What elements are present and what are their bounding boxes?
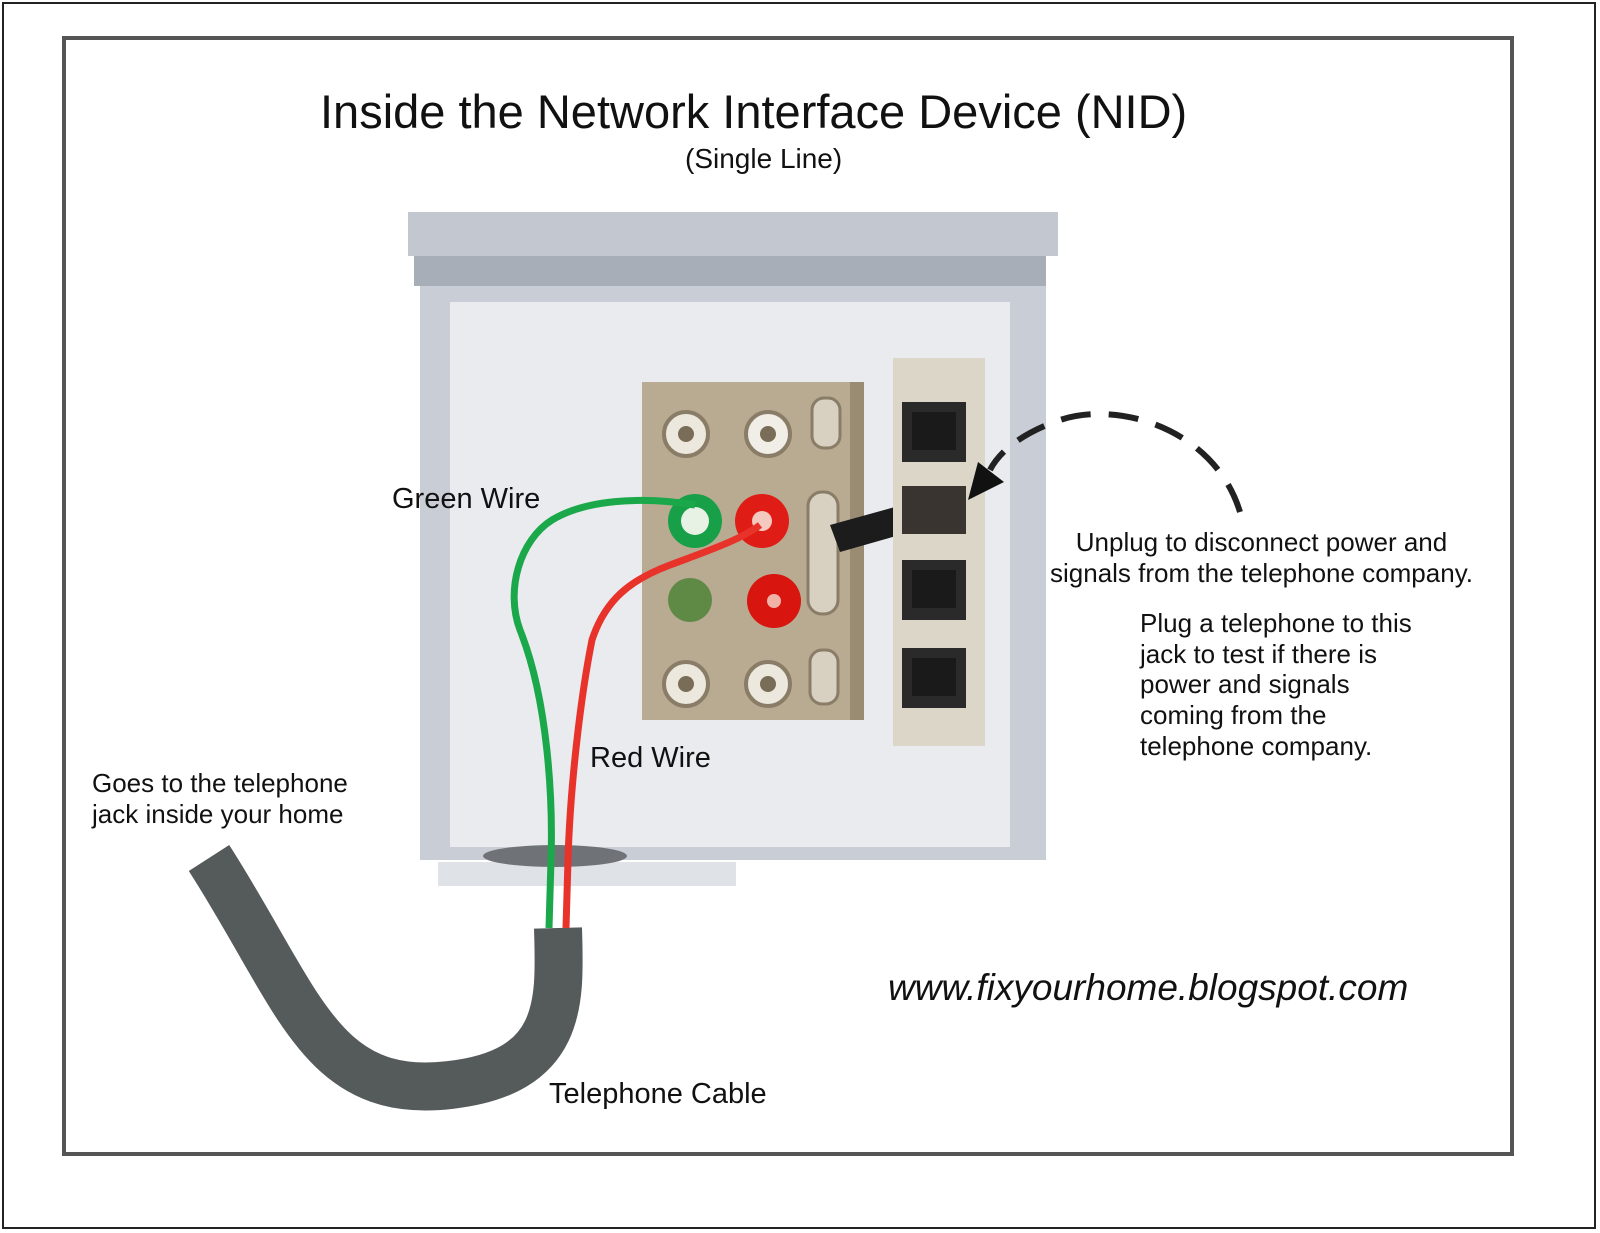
telephone-cable [188, 845, 583, 1111]
dashed-arrow [968, 411, 1243, 513]
jack-panel [893, 358, 985, 746]
green-wire [510, 496, 696, 929]
red-wire [562, 522, 763, 929]
terminal-block [642, 382, 910, 720]
test-plug [830, 505, 910, 552]
website-label: www.fixyourhome.blogspot.com [888, 967, 1409, 1008]
diagram-frame [62, 36, 1514, 1156]
red-wire-label: Red Wire [590, 742, 711, 774]
home-jack-label: Goes to the telephone jack inside your h… [92, 768, 348, 829]
plug-test-label: Plug a telephone to this jack to test if… [1140, 608, 1412, 761]
green-wire-label: Green Wire [392, 483, 541, 515]
unplug-label: Unplug to disconnect power and signals f… [1050, 527, 1473, 588]
cable-entry-hole [483, 845, 627, 867]
diagram-title: Inside the Network Interface Device (NID… [320, 85, 1188, 138]
telephone-cable-label: Telephone Cable [549, 1078, 767, 1110]
diagram-subtitle: (Single Line) [685, 143, 843, 174]
